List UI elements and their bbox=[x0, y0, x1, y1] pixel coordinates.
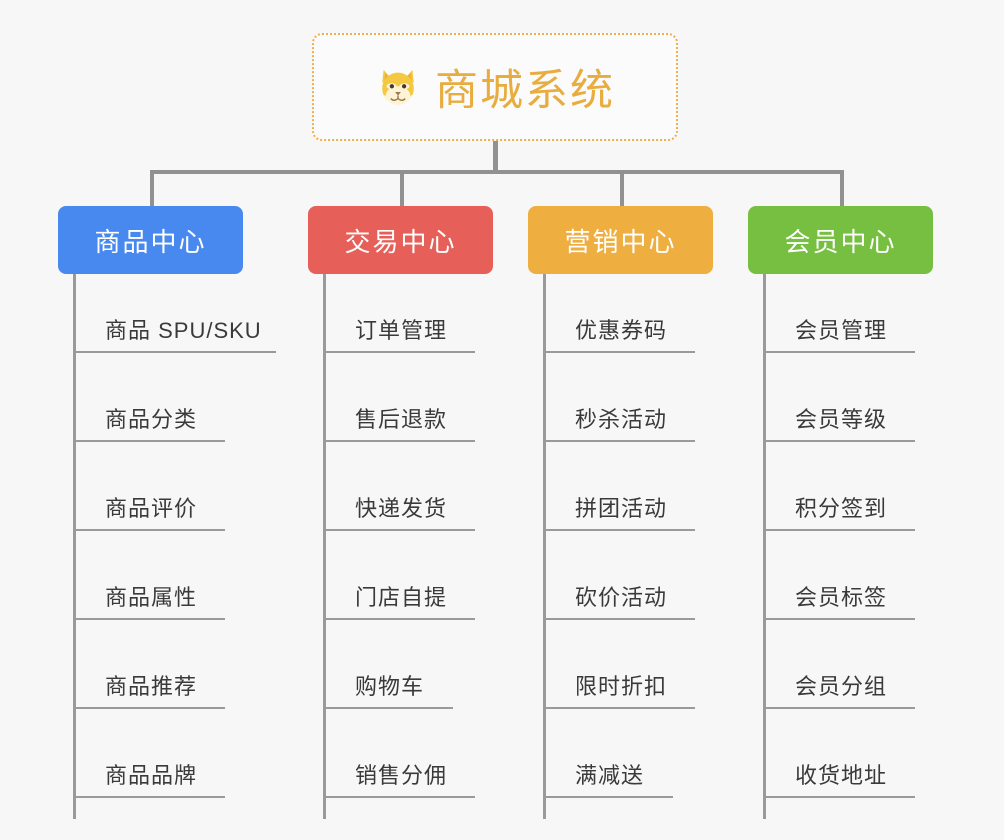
leaf-label: 销售分佣 bbox=[355, 763, 448, 788]
connector-horizontal-bus bbox=[150, 170, 844, 174]
leaf-rule bbox=[323, 529, 475, 531]
connector-branch-1 bbox=[400, 170, 404, 210]
leaf-label: 会员分组 bbox=[795, 674, 888, 699]
leaf-label: 商品 SPU/SKU bbox=[105, 318, 262, 343]
leaf-label: 订单管理 bbox=[355, 318, 448, 343]
leaf-rule bbox=[543, 440, 695, 442]
leaf-label: 商品属性 bbox=[105, 585, 198, 610]
leaf-label: 砍价活动 bbox=[575, 585, 668, 610]
leaf-label: 购物车 bbox=[355, 674, 425, 699]
leaf-label: 会员等级 bbox=[795, 407, 888, 432]
leaf-rule bbox=[323, 796, 475, 798]
leaf-label: 商品评价 bbox=[105, 496, 198, 521]
leaf-label: 会员标签 bbox=[795, 585, 888, 610]
leaf-rule bbox=[73, 440, 225, 442]
leaf-label: 满减送 bbox=[575, 763, 645, 788]
leaf-rule bbox=[763, 440, 915, 442]
connector-branch-2 bbox=[620, 170, 624, 210]
category-label-0: 商品中心 bbox=[94, 226, 207, 257]
leaf-spine-2 bbox=[543, 274, 546, 819]
leaf-rule bbox=[763, 618, 915, 620]
leaf-rule bbox=[763, 529, 915, 531]
connector-branch-0 bbox=[150, 170, 154, 210]
leaf-rule bbox=[323, 351, 475, 353]
category-label-1: 交易中心 bbox=[344, 226, 457, 257]
root-node-shop-system[interactable]: 商城系统 bbox=[312, 33, 678, 141]
leaf-spine-0 bbox=[73, 274, 76, 819]
leaf-rule bbox=[73, 529, 225, 531]
leaf-rule bbox=[543, 529, 695, 531]
leaf-rule bbox=[73, 707, 225, 709]
leaf-label: 限时折扣 bbox=[575, 674, 668, 699]
leaf-label: 优惠券码 bbox=[575, 318, 668, 343]
leaf-rule bbox=[73, 351, 276, 353]
leaf-label: 秒杀活动 bbox=[575, 407, 668, 432]
leaf-label: 商品分类 bbox=[105, 407, 198, 432]
category-label-3: 会员中心 bbox=[784, 226, 897, 257]
leaf-label: 售后退款 bbox=[355, 407, 448, 432]
leaf-rule bbox=[323, 440, 475, 442]
category-box-1[interactable]: 交易中心 bbox=[308, 206, 493, 274]
leaf-rule bbox=[73, 796, 225, 798]
leaf-label: 收货地址 bbox=[795, 763, 888, 788]
leaf-rule bbox=[763, 707, 915, 709]
leaf-label: 积分签到 bbox=[795, 496, 888, 521]
leaf-rule bbox=[73, 618, 225, 620]
leaf-rule bbox=[763, 351, 915, 353]
leaf-rule bbox=[543, 796, 673, 798]
leaf-spine-1 bbox=[323, 274, 326, 819]
leaf-label: 商品推荐 bbox=[105, 674, 198, 699]
leaf-rule bbox=[543, 351, 695, 353]
leaf-rule bbox=[323, 618, 475, 620]
category-label-2: 营销中心 bbox=[564, 226, 677, 257]
connector-root-stem bbox=[493, 141, 498, 173]
shiba-dog-face-icon bbox=[375, 64, 421, 110]
leaf-rule bbox=[543, 707, 695, 709]
leaf-label: 会员管理 bbox=[795, 318, 888, 343]
leaf-rule bbox=[543, 618, 695, 620]
leaf-label: 快递发货 bbox=[355, 496, 448, 521]
root-title: 商城系统 bbox=[435, 67, 615, 115]
category-box-0[interactable]: 商品中心 bbox=[58, 206, 243, 274]
leaf-spine-3 bbox=[763, 274, 766, 819]
leaf-label: 商品品牌 bbox=[105, 763, 198, 788]
category-box-2[interactable]: 营销中心 bbox=[528, 206, 713, 274]
category-box-3[interactable]: 会员中心 bbox=[748, 206, 933, 274]
leaf-label: 拼团活动 bbox=[575, 496, 668, 521]
leaf-rule bbox=[323, 707, 453, 709]
leaf-rule bbox=[763, 796, 915, 798]
connector-branch-3 bbox=[840, 170, 844, 210]
leaf-label: 门店自提 bbox=[355, 585, 448, 610]
